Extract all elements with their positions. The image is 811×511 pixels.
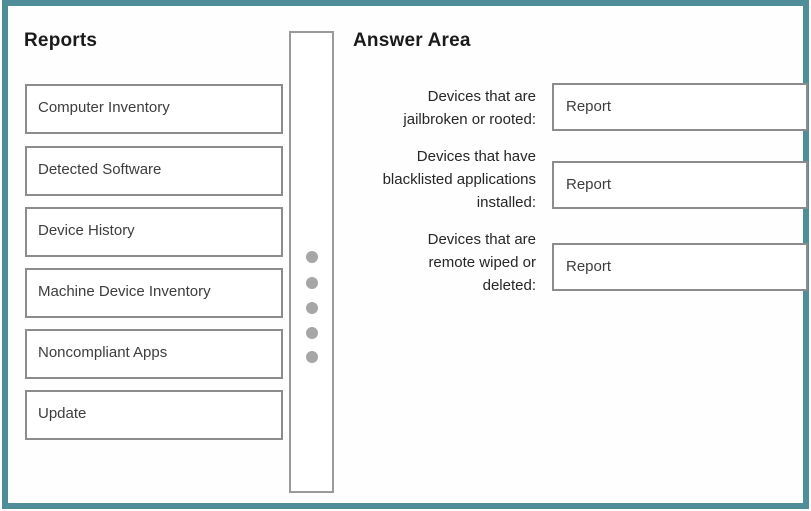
divider-bar [289,31,334,493]
report-option-computer-inventory[interactable]: Computer Inventory [25,84,283,134]
divider-dot-icon [306,277,318,289]
drop-slot-blacklisted-applications[interactable]: Report [552,161,808,209]
report-option-update[interactable]: Update [25,390,283,440]
report-option-device-history[interactable]: Device History [25,207,283,257]
divider-dot-icon [306,302,318,314]
divider-dot-icon [306,251,318,263]
divider-dot-icon [306,327,318,339]
report-option-machine-device-inventory[interactable]: Machine Device Inventory [25,268,283,318]
answer-area-title: Answer Area [353,30,471,51]
reports-panel-title: Reports [24,30,98,51]
slot-label-remote-wiped-or-deleted: Devices that are remote wiped or deleted… [427,231,536,294]
slot-label-jailbroken-or-rooted: Devices that are jailbroken or rooted: [403,88,536,128]
report-option-noncompliant-apps[interactable]: Noncompliant Apps [25,329,283,379]
drop-slot-jailbroken-or-rooted[interactable]: Report [552,83,808,131]
slot-label-blacklisted-applications: Devices that have blacklisted applicatio… [382,148,536,211]
drop-slot-remote-wiped-or-deleted[interactable]: Report [552,243,808,291]
report-option-detected-software[interactable]: Detected Software [25,146,283,196]
divider-dot-icon [306,351,318,363]
